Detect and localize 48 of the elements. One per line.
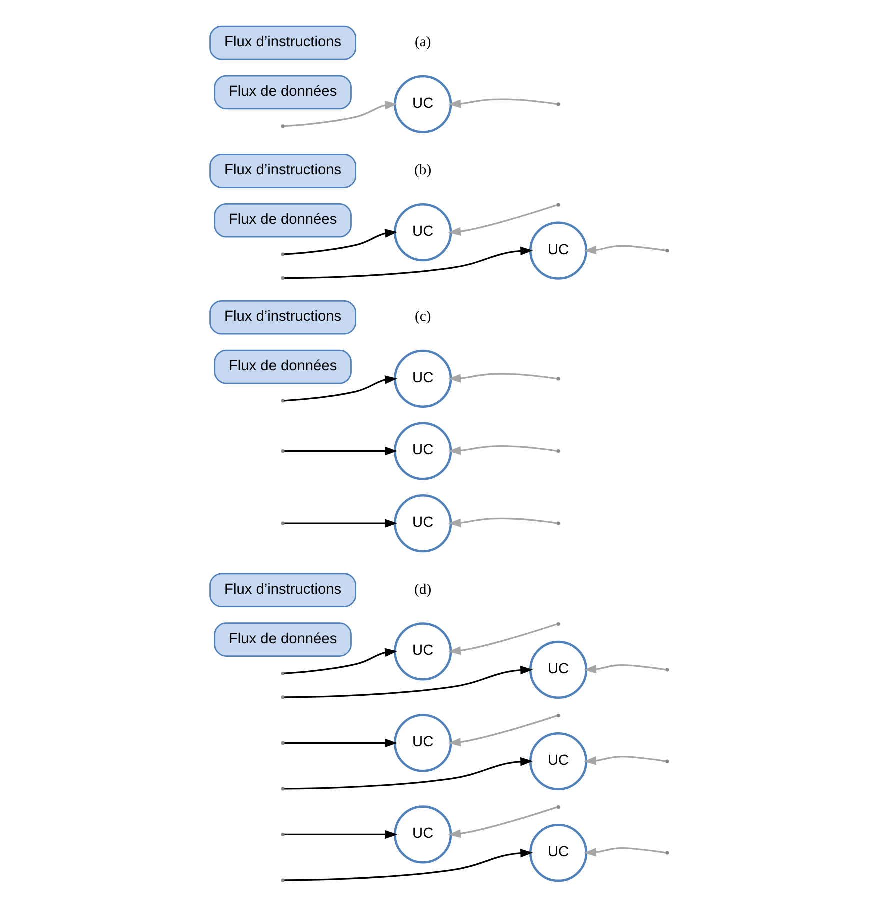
node-circle: UC [529,222,588,280]
node-box: Flux de données [214,350,352,384]
node-box: Flux d’instructions [210,300,356,335]
node-circle: UC [529,824,588,882]
arrow [284,830,398,840]
arrow [284,446,398,456]
node-circle: UC [394,75,452,134]
node-box: Flux de données [214,622,352,657]
node-circle: UC [394,806,452,864]
arrow [448,624,558,656]
arrow [284,648,398,674]
arrow [448,204,558,236]
node-circle: UC [394,622,452,681]
arrow [284,229,398,256]
arrow [448,806,558,838]
arrow [284,519,398,528]
arrow [284,101,398,128]
arrow [584,756,666,766]
arrow [448,446,558,456]
label: (b) [414,162,432,179]
arrow [284,246,534,280]
node-circle: UC [529,640,588,700]
arrow [584,245,666,255]
arrow [584,848,666,857]
label: (c) [414,309,432,326]
label: (d) [414,582,432,598]
node-box: Flux d’instructions [210,154,356,188]
node-box: Flux d’instructions [210,573,356,608]
node-circle: UC [394,494,452,553]
arrow [284,666,534,698]
arrow [448,98,558,108]
arrow [284,757,534,790]
node-circle: UC [394,714,452,772]
arrow [448,715,558,747]
label: (a) [414,34,432,51]
arrow [448,518,558,528]
node-circle: UC [394,203,452,262]
arrow [284,738,398,748]
node-box: Flux d’instructions [210,26,356,60]
arrow [284,376,398,402]
node-box: Flux de données [214,203,352,238]
node-circle: UC [394,350,452,408]
arrow [448,373,558,383]
arrow [284,848,534,882]
node-circle: UC [394,422,452,480]
node-box: Flux de données [214,75,352,110]
node-circle: UC [529,732,588,791]
arrow [584,664,666,674]
